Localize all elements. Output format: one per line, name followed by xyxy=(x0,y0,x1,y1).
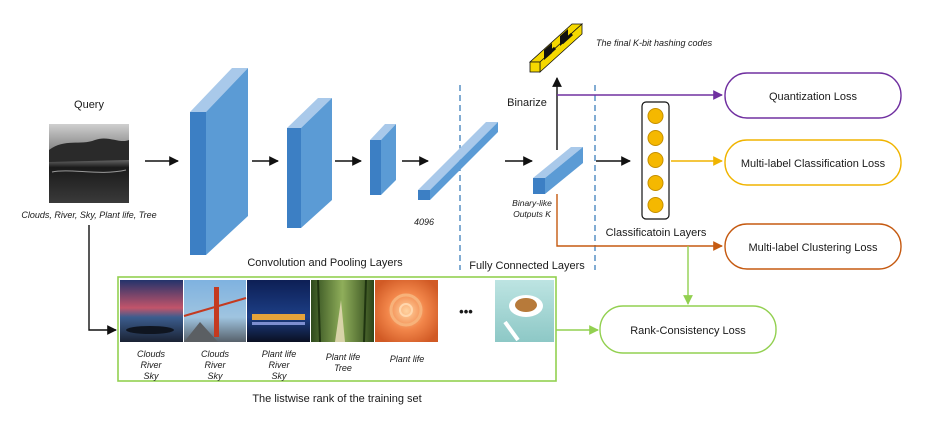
arrow-clustering-loss xyxy=(556,194,723,251)
caption-2-line-3: Sky xyxy=(207,371,223,381)
training-image-5 xyxy=(375,280,438,342)
training-image-1 xyxy=(120,280,183,342)
caption-1-line-1: Clouds xyxy=(137,349,166,359)
clustering-loss-label: Multi-label Clustering Loss xyxy=(749,242,878,254)
caption-3-line-1: Plant life xyxy=(262,349,297,359)
rank-loss-label: Rank-Consistency Loss xyxy=(630,325,746,337)
caption-4-line-2: Tree xyxy=(334,363,352,373)
node-4 xyxy=(647,175,664,191)
caption-5-line-1: Plant life xyxy=(390,354,425,364)
node-3 xyxy=(647,152,664,168)
rank-loss-box xyxy=(599,305,777,354)
classification-loss-box xyxy=(724,139,902,186)
binary-like-label-1: Binary-like xyxy=(512,198,552,208)
conv-layer-2 xyxy=(287,98,332,228)
training-image-4 xyxy=(311,279,374,343)
fc-dim-label: 4096 xyxy=(414,217,434,227)
binary-like-layer xyxy=(533,147,583,194)
training-image-3 xyxy=(247,280,310,342)
fc-layers-label: Fully Connected Layers xyxy=(469,260,585,272)
arrow-query-to-training xyxy=(88,225,117,335)
conv-layer-3 xyxy=(370,124,396,195)
fc-layer-4096 xyxy=(418,122,498,200)
training-image-6 xyxy=(495,280,554,342)
ellipsis: ••• xyxy=(459,304,473,319)
classification-layers-label: Classificatoin Layers xyxy=(606,227,707,239)
query-title: Query xyxy=(74,99,104,111)
node-2 xyxy=(647,130,664,146)
clustering-loss-box xyxy=(724,223,902,270)
binarize-label: Binarize xyxy=(507,97,547,109)
conv-pool-label: Convolution and Pooling Layers xyxy=(247,257,403,269)
caption-1-line-2: River xyxy=(140,360,162,370)
node-1 xyxy=(647,108,664,124)
training-captions: Clouds River Sky Clouds River Sky Plant … xyxy=(137,349,424,381)
hash-codes-bar xyxy=(528,23,584,73)
quantization-loss-label: Quantization Loss xyxy=(769,91,858,103)
caption-3-line-3: Sky xyxy=(271,371,287,381)
query-labels: Clouds, River, Sky, Plant life, Tree xyxy=(21,210,156,220)
caption-4-line-1: Plant life xyxy=(326,352,361,362)
caption-2-line-1: Clouds xyxy=(201,349,230,359)
node-5 xyxy=(647,197,664,213)
training-set-caption: The listwise rank of the training set xyxy=(252,393,421,405)
training-image-2 xyxy=(183,280,247,342)
classification-loss-label: Multi-label Classification Loss xyxy=(741,158,886,170)
caption-1-line-3: Sky xyxy=(143,371,159,381)
conv-layer-1 xyxy=(190,68,248,255)
quantization-loss-box xyxy=(724,72,902,119)
classification-layer xyxy=(641,101,670,220)
hash-codes-label: The final K-bit hashing codes xyxy=(596,38,713,48)
binary-like-label-2: Outputs K xyxy=(513,209,551,219)
query-image xyxy=(49,124,129,203)
caption-2-line-2: River xyxy=(204,360,226,370)
caption-3-line-2: River xyxy=(268,360,290,370)
